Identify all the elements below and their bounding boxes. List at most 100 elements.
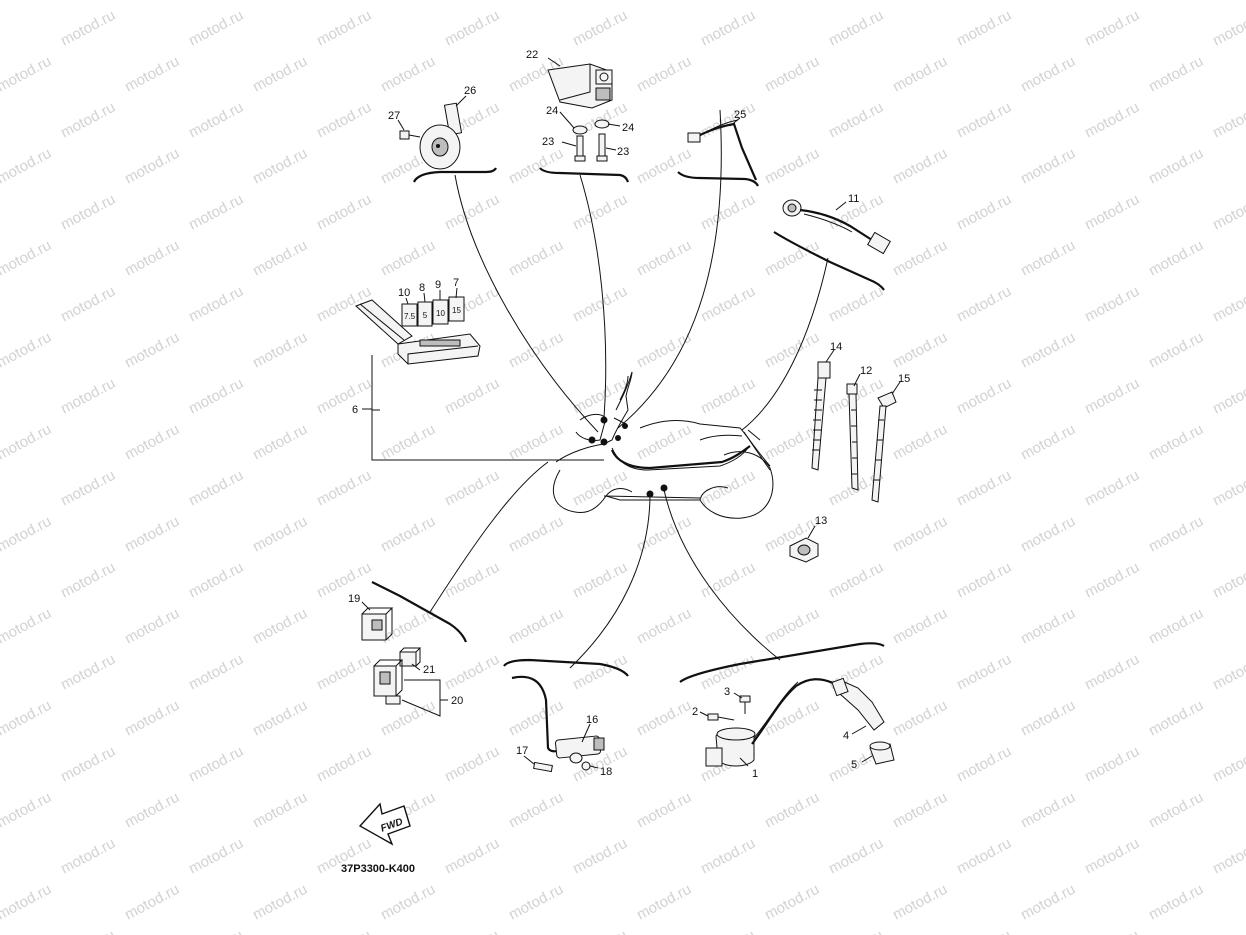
watermark-text: motod.ru bbox=[250, 53, 310, 96]
watermark-text: motod.ru bbox=[122, 145, 182, 188]
watermark-text: motod.ru bbox=[954, 927, 1014, 935]
cable-tie-15 bbox=[871, 391, 897, 503]
callout-21: 21 bbox=[423, 664, 435, 676]
watermark-text: motod.ru bbox=[1210, 743, 1246, 786]
watermark-text: motod.ru bbox=[122, 789, 182, 832]
watermark-text: motod.ru bbox=[1082, 7, 1142, 50]
watermark-text: motod.ru bbox=[442, 927, 502, 935]
watermark-text: motod.ru bbox=[186, 7, 246, 50]
watermark-text: motod.ru bbox=[1018, 329, 1078, 372]
watermark-text: motod.ru bbox=[1082, 467, 1142, 510]
motorcycle-outline bbox=[552, 371, 774, 519]
watermark-text: motod.ru bbox=[634, 329, 694, 372]
diagram-code: 37P3300-K400 bbox=[341, 863, 415, 875]
callout-7: 7 bbox=[453, 277, 459, 289]
watermark-text: motod.ru bbox=[1082, 651, 1142, 694]
callout-16: 16 bbox=[586, 714, 598, 726]
watermark-text: motod.ru bbox=[1210, 191, 1246, 234]
callout-9: 9 bbox=[435, 279, 441, 291]
watermark-text: motod.ru bbox=[1082, 927, 1142, 935]
watermark-text: motod.ru bbox=[442, 7, 502, 50]
watermark-text: motod.ru bbox=[58, 835, 118, 878]
fuse-rating: 15 bbox=[452, 306, 461, 315]
callout-17: 17 bbox=[516, 745, 528, 757]
watermark-text: motod.ru bbox=[186, 375, 246, 418]
watermark-text: motod.ru bbox=[442, 375, 502, 418]
coil-screw-2 bbox=[707, 713, 735, 721]
watermark-text: motod.ru bbox=[1018, 0, 1078, 4]
callout-11: 11 bbox=[848, 193, 859, 205]
watermark-text: motod.ru bbox=[954, 651, 1014, 694]
group-brackets bbox=[371, 167, 885, 683]
watermark-text: motod.ru bbox=[506, 329, 566, 372]
watermark-text: motod.ru bbox=[314, 651, 374, 694]
watermark-text: motod.ru bbox=[506, 421, 566, 464]
watermark-text: motod.ru bbox=[1210, 927, 1246, 935]
watermark-text: motod.ru bbox=[250, 697, 310, 740]
callout-27: 27 bbox=[388, 110, 400, 122]
watermark-text: motod.ru bbox=[378, 0, 438, 4]
watermark-text: motod.ru bbox=[890, 605, 950, 648]
callout-1: 1 bbox=[752, 768, 758, 780]
sub-wire-harness bbox=[782, 199, 891, 255]
watermark-text: motod.ru bbox=[186, 559, 246, 602]
watermark-text: motod.ru bbox=[1018, 145, 1078, 188]
watermark-text: motod.ru bbox=[698, 7, 758, 50]
watermark-text: motod.ru bbox=[698, 375, 758, 418]
watermark-text: motod.ru bbox=[1018, 789, 1078, 832]
watermark-text: motod.ru bbox=[1146, 421, 1206, 464]
watermark-text: motod.ru bbox=[1146, 513, 1206, 556]
watermark-text: motod.ru bbox=[1210, 375, 1246, 418]
watermark-text: motod.ru bbox=[826, 559, 886, 602]
watermark-text: motod.ru bbox=[762, 53, 822, 96]
callout-12: 12 bbox=[860, 365, 872, 377]
watermark-text: motod.ru bbox=[634, 53, 694, 96]
watermark-text: motod.ru bbox=[0, 237, 54, 280]
fuse-15a: 15 bbox=[448, 296, 465, 322]
watermark-text: motod.ru bbox=[634, 237, 694, 280]
watermark-text: motod.ru bbox=[506, 881, 566, 924]
watermark-text: motod.ru bbox=[442, 743, 502, 786]
watermark-text: motod.ru bbox=[570, 835, 630, 878]
watermark-text: motod.ru bbox=[954, 835, 1014, 878]
watermark-text: motod.ru bbox=[0, 421, 54, 464]
watermark-text: motod.ru bbox=[58, 927, 118, 935]
watermark-text: motod.ru bbox=[378, 421, 438, 464]
watermark-text: motod.ru bbox=[890, 881, 950, 924]
watermark-text: motod.ru bbox=[954, 375, 1014, 418]
watermark-text: motod.ru bbox=[186, 743, 246, 786]
watermark-text: motod.ru bbox=[826, 927, 886, 935]
watermark-text: motod.ru bbox=[122, 697, 182, 740]
watermark-text: motod.ru bbox=[1018, 605, 1078, 648]
watermark-text: motod.ru bbox=[954, 7, 1014, 50]
watermark-text: motod.ru bbox=[826, 835, 886, 878]
watermark-text: motod.ru bbox=[186, 283, 246, 326]
watermark-text: motod.ru bbox=[1082, 743, 1142, 786]
watermark-text: motod.ru bbox=[1146, 237, 1206, 280]
watermark-text: motod.ru bbox=[954, 99, 1014, 142]
watermark-text: motod.ru bbox=[634, 145, 694, 188]
callout-24-left: 24 bbox=[546, 105, 558, 117]
watermark-text: motod.ru bbox=[314, 467, 374, 510]
watermark-text: motod.ru bbox=[0, 513, 54, 556]
watermark-text: motod.ru bbox=[890, 53, 950, 96]
watermark-text: motod.ru bbox=[698, 559, 758, 602]
watermark-text: motod.ru bbox=[378, 513, 438, 556]
watermark-text: motod.ru bbox=[954, 191, 1014, 234]
watermark-text: motod.ru bbox=[1210, 283, 1246, 326]
relay-20 bbox=[373, 659, 404, 705]
watermark-text: motod.ru bbox=[506, 789, 566, 832]
watermark-text: motod.ru bbox=[186, 191, 246, 234]
fuse-5a: 5 bbox=[417, 301, 433, 327]
watermark-text: motod.ru bbox=[186, 467, 246, 510]
horn bbox=[419, 102, 463, 170]
watermark-text: motod.ru bbox=[442, 835, 502, 878]
watermark-text: motod.ru bbox=[0, 881, 54, 924]
callout-leaders bbox=[361, 57, 901, 769]
watermark-text: motod.ru bbox=[1210, 651, 1246, 694]
watermark-text: motod.ru bbox=[890, 421, 950, 464]
fuse-rating: 7.5 bbox=[404, 312, 416, 321]
watermark-text: motod.ru bbox=[698, 191, 758, 234]
watermark-text: motod.ru bbox=[442, 467, 502, 510]
